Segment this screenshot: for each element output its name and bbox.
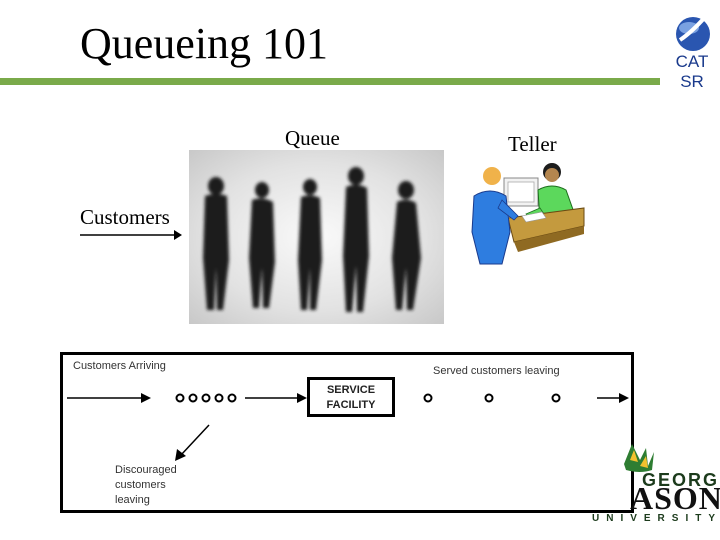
- customers-label: Customers: [80, 205, 170, 229]
- queue-people-image: [189, 150, 444, 324]
- gmu-george-text: GEORGE: [642, 470, 720, 490]
- queue-flow-diagram: Customers Arriving Served customers leav…: [60, 352, 634, 513]
- gmu-mason-text: ASON: [630, 480, 720, 516]
- customers-arriving-label: Customers Arriving: [73, 360, 166, 372]
- queue-label: Queue: [285, 126, 340, 150]
- teller-clipart-image: [471, 163, 585, 265]
- service-facility-line1: SERVICE: [326, 384, 376, 396]
- catsr-logo-text: CAT SR: [675, 52, 709, 91]
- gmu-university-text: UNIVERSITY: [592, 513, 720, 524]
- customers-arrow-icon: [80, 230, 182, 240]
- slide-title: Queueing 101: [80, 19, 329, 68]
- teller-label: Teller: [508, 132, 557, 156]
- gmu-logo-icon: [624, 444, 654, 472]
- service-facility-line2: FACILITY: [326, 399, 376, 411]
- title-underline-bar: [0, 78, 660, 85]
- service-facility-box: SERVICE FACILITY: [307, 377, 395, 417]
- catsr-logo-icon: [676, 12, 710, 51]
- served-leaving-label: Served customers leaving: [433, 365, 560, 377]
- discouraged-leaving-label: Discouraged customers leaving: [115, 464, 177, 506]
- flow-arrows-graphic: [67, 393, 629, 461]
